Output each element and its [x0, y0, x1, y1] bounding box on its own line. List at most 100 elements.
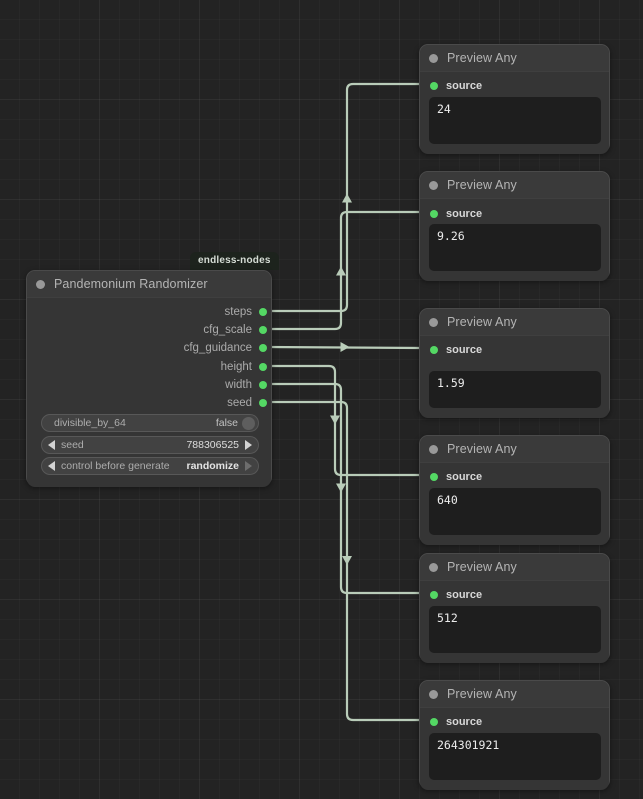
wire-arrow-icon — [342, 556, 352, 565]
wire-steps-to-24 — [266, 82, 425, 313]
arrow-right-icon[interactable] — [245, 440, 252, 450]
preview-value-text: 1.59 — [437, 376, 465, 390]
toggle-knob[interactable] — [242, 416, 255, 430]
preview-value-box[interactable]: 9.26 — [429, 224, 601, 271]
node-preview-any[interactable]: Preview Any source 9.26 — [419, 171, 610, 281]
node-body — [27, 298, 271, 487]
wire-arrow-icon — [336, 483, 346, 493]
port-dot-icon[interactable] — [430, 718, 438, 726]
node-preview-any[interactable]: Preview Any source 264301921 — [419, 680, 610, 790]
input-port-label: source — [446, 344, 483, 356]
port-dot-icon[interactable] — [259, 399, 267, 407]
wire-arrow-icon — [340, 342, 350, 352]
output-port-label: width — [225, 379, 252, 391]
node-preview-any[interactable]: Preview Any source 24 — [419, 44, 610, 154]
preview-value-box[interactable]: 1.59 — [429, 371, 601, 408]
port-dot-icon[interactable] — [430, 591, 438, 599]
node-header[interactable]: Preview Any — [420, 554, 609, 581]
wire-arrow-icon — [330, 415, 340, 425]
preview-value-text: 512 — [437, 611, 458, 625]
collapse-dot-icon[interactable] — [429, 689, 438, 699]
output-port-height[interactable]: height — [221, 360, 267, 374]
widget-seed[interactable]: seed 788306525 — [41, 436, 259, 454]
output-port-label: steps — [224, 306, 253, 318]
port-dot-icon[interactable] — [259, 381, 267, 389]
widget-label: divisible_by_64 — [54, 417, 126, 429]
preview-value-text: 640 — [437, 493, 458, 507]
arrow-left-icon[interactable] — [48, 461, 55, 471]
output-port-label: height — [220, 361, 252, 373]
node-header[interactable]: Preview Any — [420, 309, 609, 336]
input-port-source[interactable]: source — [430, 589, 482, 601]
widget-control-before-generate[interactable]: control before generate randomize — [41, 457, 259, 475]
output-port-seed[interactable]: seed — [227, 396, 267, 410]
node-title: Preview Any — [447, 178, 517, 192]
preview-value-box[interactable]: 512 — [429, 606, 601, 653]
collapse-dot-icon[interactable] — [36, 279, 45, 289]
input-port-source[interactable]: source — [430, 471, 482, 483]
node-title: Preview Any — [447, 442, 517, 456]
node-header[interactable]: Preview Any — [420, 681, 609, 708]
preview-value-text: 9.26 — [437, 229, 465, 243]
output-port-steps[interactable]: steps — [224, 305, 267, 319]
node-title: Preview Any — [447, 315, 517, 329]
collapse-dot-icon[interactable] — [429, 562, 438, 572]
widget-label: control before generate — [61, 460, 170, 472]
input-port-label: source — [446, 80, 483, 92]
input-port-source[interactable]: source — [430, 716, 482, 728]
input-port-source[interactable]: source — [430, 208, 482, 220]
widget-value: 788306525 — [186, 439, 239, 451]
output-port-label: cfg_scale — [203, 324, 252, 336]
input-port-source[interactable]: source — [430, 80, 482, 92]
port-dot-icon[interactable] — [430, 82, 438, 90]
collapse-dot-icon[interactable] — [429, 317, 438, 327]
output-port-label: cfg_guidance — [183, 342, 252, 354]
wire-seed-to-264301921 — [266, 400, 425, 722]
input-port-label: source — [446, 716, 483, 728]
widget-divisible-by-64[interactable]: divisible_by_64 false — [41, 414, 259, 432]
input-port-source[interactable]: source — [430, 344, 482, 356]
node-title: Preview Any — [447, 51, 517, 65]
node-preview-any[interactable]: Preview Any source 512 — [419, 553, 610, 663]
node-header[interactable]: Preview Any — [420, 172, 609, 199]
collapse-dot-icon[interactable] — [429, 180, 438, 190]
collapse-dot-icon[interactable] — [429, 444, 438, 454]
node-title: Preview Any — [447, 687, 517, 701]
input-port-label: source — [446, 208, 483, 220]
wire-width-to-512 — [266, 382, 425, 595]
wire-cfg_scale-to-9.26 — [266, 210, 425, 331]
preview-value-box[interactable]: 264301921 — [429, 733, 601, 780]
node-header[interactable]: Preview Any — [420, 45, 609, 72]
port-dot-icon[interactable] — [259, 344, 267, 352]
widget-label: seed — [61, 439, 84, 451]
output-port-cfg_guidance[interactable]: cfg_guidance — [184, 341, 267, 355]
node-title: Pandemonium Randomizer — [54, 277, 208, 291]
wire-cfg_guidance-to-1.59 — [266, 345, 425, 350]
port-dot-icon[interactable] — [259, 363, 267, 371]
port-dot-icon[interactable] — [259, 326, 267, 334]
arrow-right-icon[interactable] — [245, 461, 252, 471]
preview-value-box[interactable]: 24 — [429, 97, 601, 144]
input-port-label: source — [446, 589, 483, 601]
node-header[interactable]: Pandemonium Randomizer — [27, 271, 271, 298]
output-port-width[interactable]: width — [225, 378, 267, 392]
collapse-dot-icon[interactable] — [429, 53, 438, 63]
node-preview-any[interactable]: Preview Any source 1.59 — [419, 308, 610, 418]
port-dot-icon[interactable] — [259, 308, 267, 316]
output-port-cfg_scale[interactable]: cfg_scale — [203, 323, 267, 337]
port-dot-icon[interactable] — [430, 473, 438, 481]
node-preview-any[interactable]: Preview Any source 640 — [419, 435, 610, 545]
widget-value: randomize — [186, 460, 239, 472]
arrow-left-icon[interactable] — [48, 440, 55, 450]
preview-value-box[interactable]: 640 — [429, 488, 601, 535]
port-dot-icon[interactable] — [430, 346, 438, 354]
node-header[interactable]: Preview Any — [420, 436, 609, 463]
port-dot-icon[interactable] — [430, 210, 438, 218]
widget-value: false — [215, 417, 238, 429]
node-title: Preview Any — [447, 560, 517, 574]
node-badge-endless-nodes: endless-nodes — [190, 252, 279, 270]
wire-arrow-icon — [336, 266, 346, 276]
output-port-label: seed — [227, 397, 252, 409]
